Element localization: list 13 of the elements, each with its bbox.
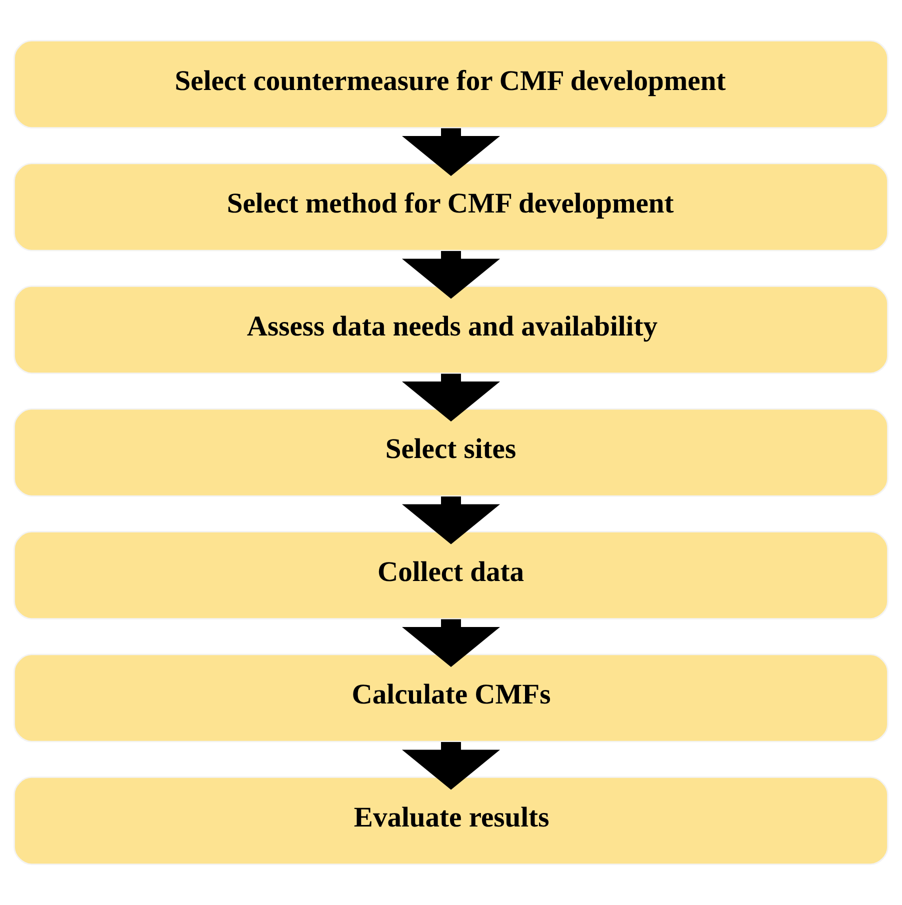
arrow — [402, 374, 500, 422]
arrow — [402, 742, 500, 790]
node-box: Assess data needs and availability — [14, 286, 888, 374]
arrow — [402, 496, 500, 544]
node-box: Select sites — [14, 408, 888, 497]
node-box: Collect data — [14, 531, 888, 620]
arrow — [402, 619, 500, 667]
node-box: Select method for CMF development — [14, 162, 888, 252]
node-box: Select countermeasure for CMF development — [14, 40, 888, 128]
node-box: Evaluate results — [14, 776, 888, 865]
node-box: Calculate CMFs — [14, 654, 888, 742]
arrow — [402, 251, 500, 299]
arrow — [402, 128, 500, 176]
